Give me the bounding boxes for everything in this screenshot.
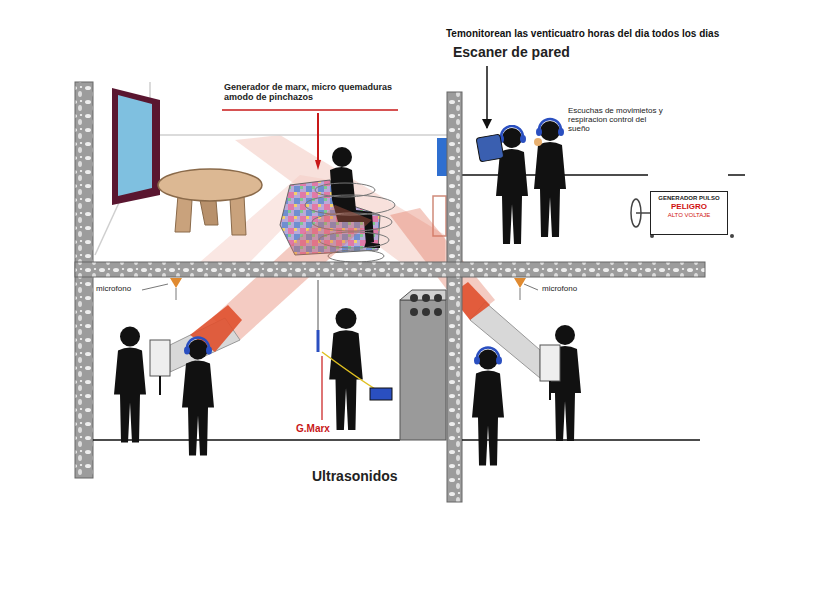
marx-needle bbox=[222, 110, 398, 170]
devices bbox=[534, 138, 542, 146]
listening-note: Escuchas de movimietos y respiracion con… bbox=[568, 106, 668, 134]
ultrasound-cabinet bbox=[410, 308, 418, 316]
devices bbox=[476, 134, 504, 162]
pointer-arrow bbox=[487, 66, 488, 128]
marx-label: G.Marx bbox=[296, 423, 330, 435]
window bbox=[112, 88, 160, 205]
devices bbox=[159, 376, 161, 395]
microphones bbox=[176, 288, 177, 300]
devices bbox=[150, 134, 560, 420]
people bbox=[114, 119, 581, 466]
devices bbox=[370, 388, 392, 400]
building-structure bbox=[75, 82, 705, 502]
ultrasound-cabinet bbox=[422, 308, 430, 316]
window bbox=[118, 95, 152, 196]
microphones bbox=[170, 278, 182, 288]
people bbox=[472, 348, 504, 466]
microphones bbox=[520, 288, 521, 300]
node-text: ALTO VOLTAJE bbox=[655, 212, 723, 219]
room-lines bbox=[150, 134, 447, 136]
microphone-label: microfono bbox=[96, 284, 131, 293]
red-beams bbox=[470, 302, 540, 378]
people bbox=[114, 327, 146, 443]
marx-needle bbox=[315, 160, 321, 170]
scanner-label: Escaner de pared bbox=[453, 44, 570, 60]
building-structure bbox=[462, 439, 700, 441]
table bbox=[158, 169, 262, 201]
monitoring-note: Temonitorean las venticuatro horas del d… bbox=[446, 28, 719, 40]
devices bbox=[322, 352, 380, 392]
people bbox=[534, 119, 566, 237]
marx-needle bbox=[222, 109, 398, 111]
table bbox=[200, 200, 218, 225]
pulse-generator-box: GENERADOR PULSOPELIGROALTO VOLTAJE bbox=[650, 191, 728, 235]
ultrasound-cabinet bbox=[410, 294, 418, 302]
dish bbox=[730, 234, 734, 238]
table bbox=[175, 195, 192, 232]
marx-note: Generador de marx, micro quemaduras amod… bbox=[224, 82, 400, 103]
ultrasound-label: Ultrasonidos bbox=[312, 468, 398, 484]
people bbox=[549, 325, 581, 441]
node-text: PELIGRO bbox=[655, 202, 723, 212]
building-structure bbox=[75, 262, 705, 277]
table bbox=[158, 169, 262, 235]
ultrasound-cabinet bbox=[434, 308, 442, 316]
window bbox=[112, 88, 160, 205]
seated-person bbox=[332, 147, 352, 167]
ultrasound-cabinet bbox=[400, 290, 446, 440]
table bbox=[230, 195, 246, 235]
wall-panels bbox=[437, 138, 447, 176]
people bbox=[182, 338, 214, 456]
devices bbox=[540, 345, 560, 381]
devices bbox=[321, 356, 322, 420]
ultrasound-cabinet bbox=[422, 294, 430, 302]
building-structure bbox=[75, 82, 93, 478]
microphones bbox=[142, 284, 168, 290]
pointer-arrow bbox=[486, 66, 488, 128]
spiral bbox=[315, 183, 375, 197]
wall-panels bbox=[433, 138, 447, 236]
devices bbox=[317, 330, 320, 352]
microphone-label: microfono bbox=[542, 284, 577, 293]
upper-right-room bbox=[728, 174, 745, 176]
room-lines bbox=[95, 82, 447, 255]
dish bbox=[636, 212, 650, 214]
microphones bbox=[524, 284, 538, 290]
ultrasound-cabinet bbox=[400, 300, 446, 440]
microphones bbox=[142, 278, 538, 300]
devices bbox=[549, 381, 551, 400]
microphones bbox=[514, 278, 526, 288]
marx-needle bbox=[317, 113, 319, 160]
building-structure bbox=[447, 92, 462, 502]
node-text: GENERADOR PULSO bbox=[655, 195, 723, 202]
devices bbox=[150, 340, 170, 376]
ultrasound-cabinet bbox=[434, 294, 442, 302]
